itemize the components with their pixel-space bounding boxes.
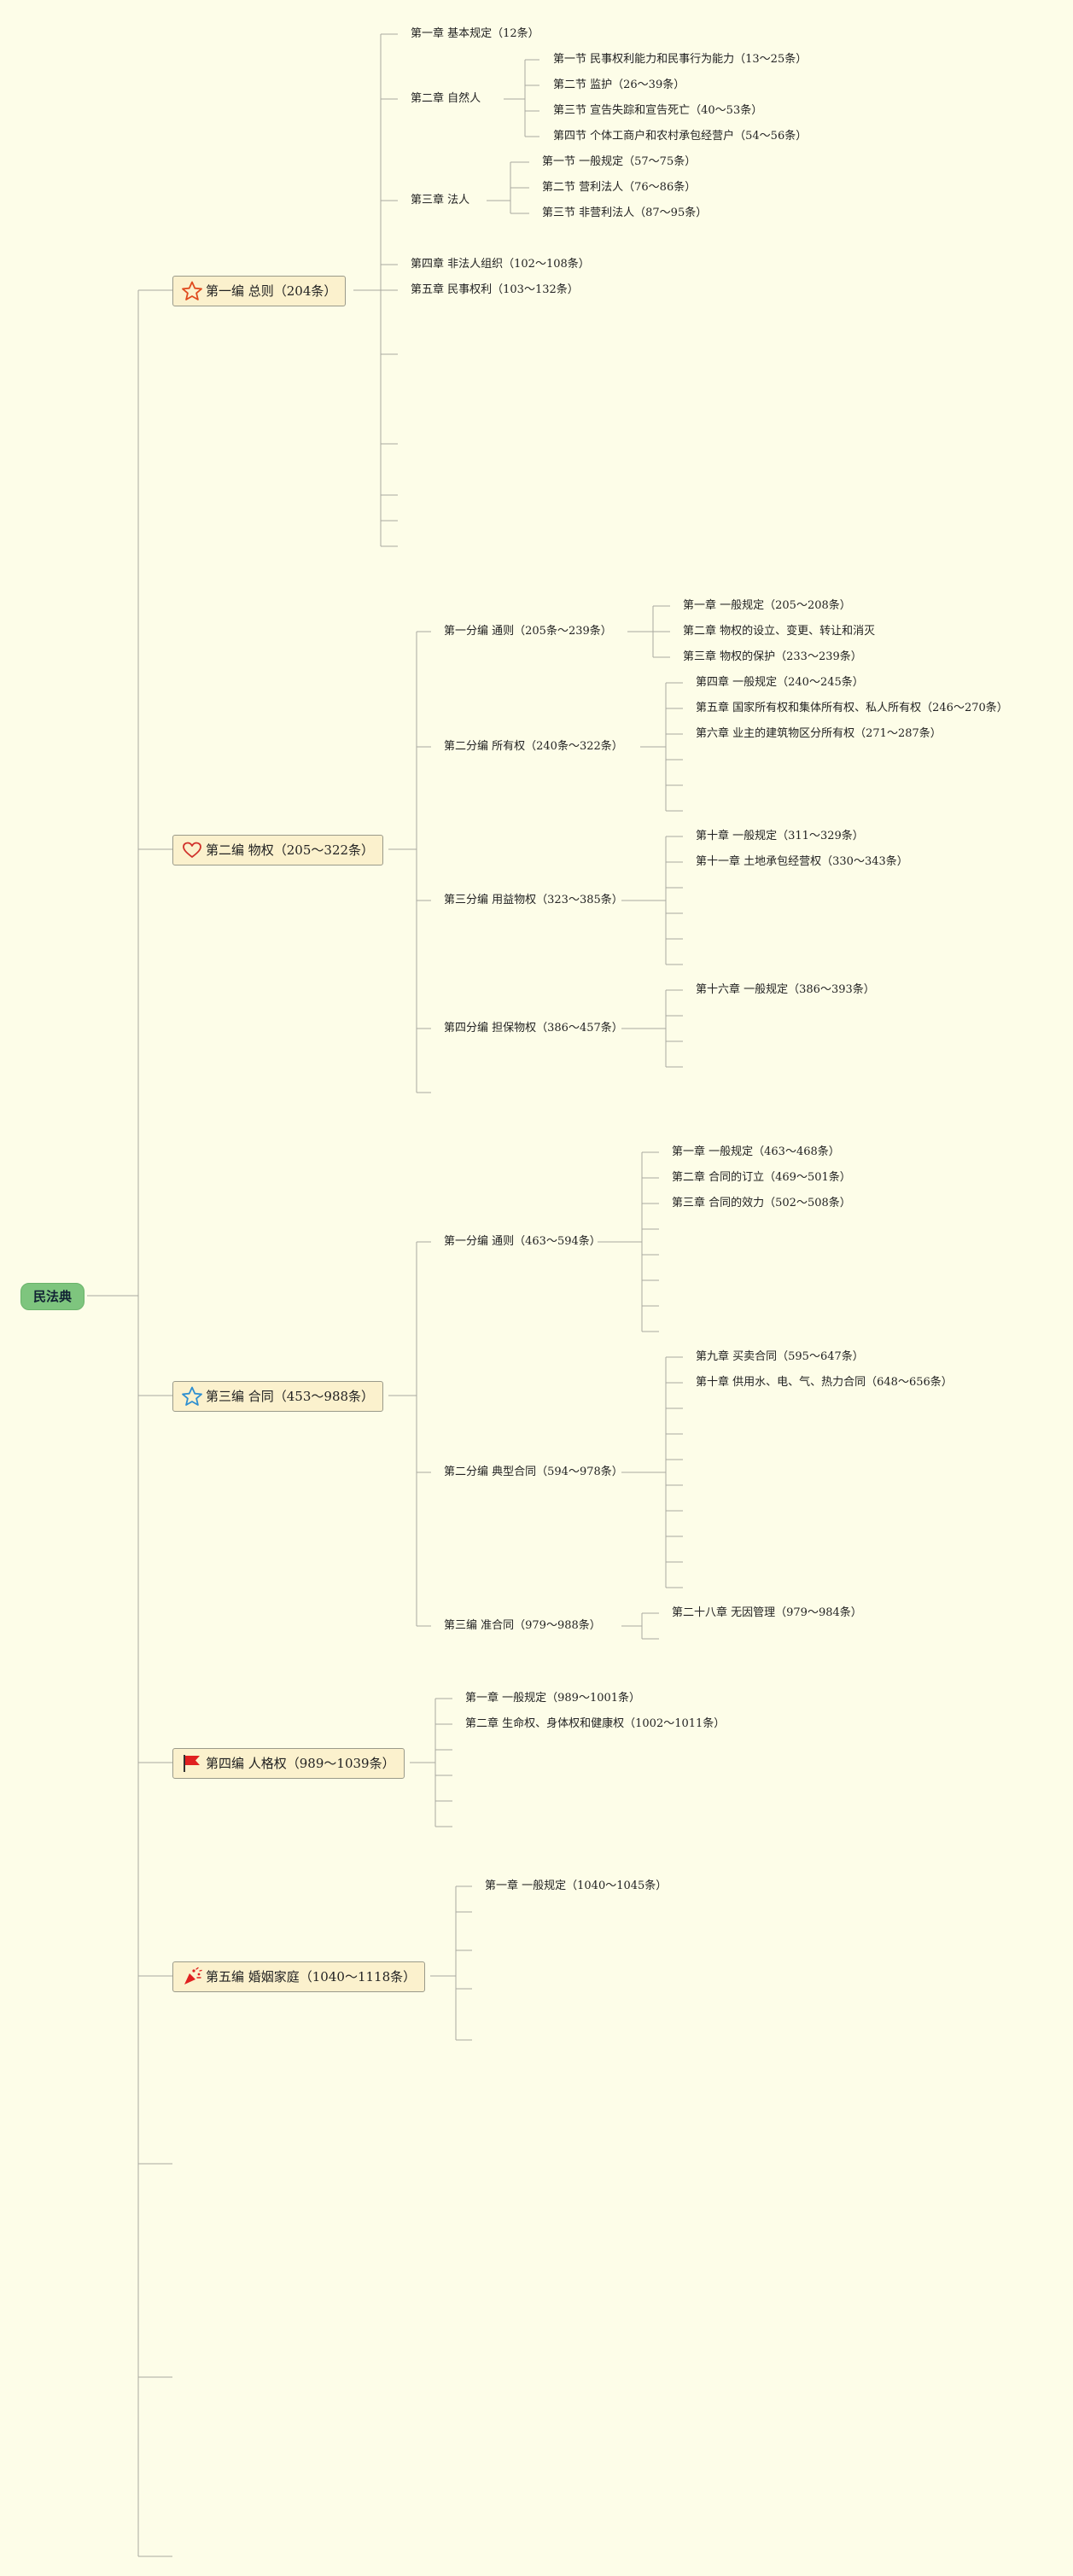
book-3-label: 第三编 合同（453～988条） [206, 1389, 375, 1404]
book-3-part-2-ch-9[interactable]: 第九章 买卖合同（595～647条） [696, 1350, 864, 1363]
book-2-part-2-ch-5[interactable]: 第五章 国家所有权和集体所有权、私人所有权（246～270条） [696, 702, 1008, 714]
book-4-ch-1[interactable]: 第一章 一般规定（989～1001条） [465, 1692, 641, 1705]
book-4-ch-2[interactable]: 第二章 生命权、身体权和健康权（1002～1011条） [465, 1717, 726, 1730]
book-2-part-1[interactable]: 第一分编 通则（205条～239条） [444, 625, 612, 638]
book-3-part-1-ch-1[interactable]: 第一章 一般规定（463～468条） [672, 1145, 840, 1158]
book-4-label: 第四编 人格权（989～1039条） [206, 1756, 395, 1771]
book-2-part-2-ch-4[interactable]: 第四章 一般规定（240～245条） [696, 676, 864, 689]
book-3-part-2-ch-10[interactable]: 第十章 供用水、电、气、热力合同（648～656条） [696, 1376, 953, 1389]
book-2-part-1-ch-3[interactable]: 第三章 物权的保护（233～239条） [683, 650, 862, 663]
book-1-ch-3-sec-2[interactable]: 第二节 营利法人（76～86条） [542, 181, 697, 194]
book-1-ch-2-sec-1[interactable]: 第一节 民事权利能力和民事行为能力（13～25条） [553, 53, 808, 66]
book-1-ch-3[interactable]: 第三章 法人 [411, 194, 470, 207]
book-2-part-3-ch-10[interactable]: 第十章 一般规定（311～329条） [696, 830, 864, 842]
party-popper-icon [180, 1967, 204, 1987]
book-1-ch-2-sec-4[interactable]: 第四节 个体工商户和农村承包经营户（54～56条） [553, 130, 808, 143]
book-2-part-4-ch-16[interactable]: 第十六章 一般规定（386～393条） [696, 983, 875, 996]
book-1-ch-2[interactable]: 第二章 自然人 [411, 92, 481, 105]
book-2-node[interactable]: 第二编 物权（205～322条） [172, 835, 384, 865]
star-outline-red-icon [180, 281, 204, 301]
book-1-ch-3-sec-1[interactable]: 第一节 一般规定（57～75条） [542, 155, 697, 168]
book-3-part-1-ch-2[interactable]: 第二章 合同的订立（469～501条） [672, 1171, 851, 1184]
root-node[interactable]: 民法典 [20, 1283, 85, 1310]
star-outline-blue-icon [180, 1386, 204, 1407]
book-3-part-3-ch-28[interactable]: 第二十八章 无因管理（979～984条） [672, 1606, 862, 1619]
book-1-node[interactable]: 第一编 总则（204条） [172, 276, 347, 306]
book-1-ch-3-sec-3[interactable]: 第三节 非营利法人（87～95条） [542, 207, 708, 219]
book-3-part-3[interactable]: 第三编 准合同（979～988条） [444, 1619, 601, 1632]
book-1-ch-5[interactable]: 第五章 民事权利（103～132条） [411, 283, 579, 296]
book-3-part-1-ch-3[interactable]: 第三章 合同的效力（502～508条） [672, 1197, 851, 1209]
book-5-ch-1[interactable]: 第一章 一般规定（1040～1045条） [485, 1880, 668, 1892]
flag-red-icon [180, 1753, 204, 1774]
book-2-part-2-ch-6[interactable]: 第六章 业主的建筑物区分所有权（271～287条） [696, 727, 942, 740]
book-2-part-1-ch-1[interactable]: 第一章 一般规定（205～208条） [683, 599, 851, 612]
book-1-ch-2-sec-3[interactable]: 第三节 宣告失踪和宣告死亡（40～53条） [553, 104, 763, 117]
book-2-part-1-ch-2[interactable]: 第二章 物权的设立、变更、转让和消灭 [683, 625, 876, 638]
book-5-label: 第五编 婚姻家庭（1040～1118条） [206, 1969, 417, 1984]
book-1-ch-2-sec-2[interactable]: 第二节 监护（26～39条） [553, 79, 685, 91]
book-2-part-2[interactable]: 第二分编 所有权（240条～322条） [444, 740, 623, 753]
book-5-node[interactable]: 第五编 婚姻家庭（1040～1118条） [172, 1961, 426, 1992]
heart-outline-red-icon [180, 840, 204, 860]
root-label: 民法典 [33, 1289, 73, 1304]
book-3-part-1[interactable]: 第一分编 通则（463～594条） [444, 1235, 601, 1248]
book-3-part-2[interactable]: 第二分编 典型合同（594～978条） [444, 1466, 623, 1478]
book-2-part-3[interactable]: 第三分编 用益物权（323～385条） [444, 894, 623, 906]
book-4-node[interactable]: 第四编 人格权（989～1039条） [172, 1748, 405, 1779]
book-1-label: 第一编 总则（204条） [206, 283, 337, 299]
book-2-label: 第二编 物权（205～322条） [206, 842, 375, 858]
book-1-ch-4[interactable]: 第四章 非法人组织（102～108条） [411, 258, 590, 271]
book-1-ch-1[interactable]: 第一章 基本规定（12条） [411, 27, 539, 40]
book-2-part-4[interactable]: 第四分编 担保物权（386～457条） [444, 1022, 623, 1034]
book-3-node[interactable]: 第三编 合同（453～988条） [172, 1381, 384, 1412]
book-2-part-3-ch-11[interactable]: 第十一章 土地承包经营权（330～343条） [696, 855, 908, 868]
